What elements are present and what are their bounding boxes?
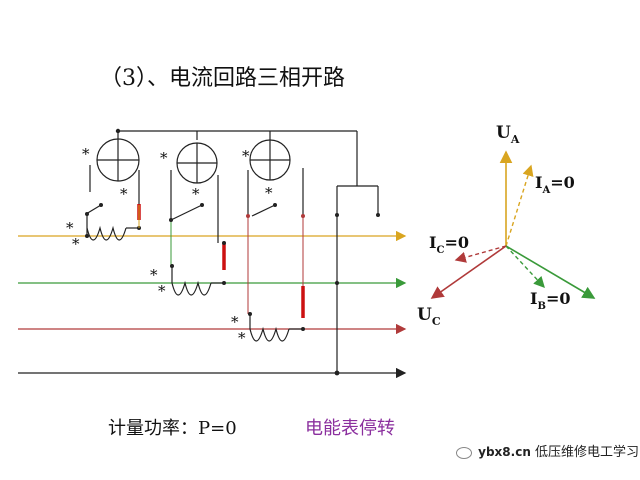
meter-element-c xyxy=(247,139,304,342)
label-uc: UC xyxy=(417,305,441,328)
svg-text:*: * xyxy=(231,313,239,331)
phasor-ub xyxy=(505,245,596,299)
label-ia: IA=0 xyxy=(535,173,575,196)
svg-text:*: * xyxy=(158,282,166,300)
phasor-uc xyxy=(430,245,507,299)
svg-text:*: * xyxy=(265,184,273,202)
svg-text:*: * xyxy=(160,149,168,167)
meter-element-a xyxy=(85,138,140,241)
watermark: ybx8.cn 低压维修电工学习 xyxy=(456,441,639,460)
phasor-ic xyxy=(454,245,507,263)
phasor-ia xyxy=(505,164,534,247)
svg-text:*: * xyxy=(150,266,158,284)
svg-text:*: * xyxy=(82,145,90,163)
svg-text:*: * xyxy=(242,147,250,165)
wechat-icon xyxy=(456,446,472,459)
svg-text:*: * xyxy=(72,235,80,253)
svg-text:*: * xyxy=(66,219,74,237)
phasor-diagram xyxy=(430,150,596,299)
meter-status-label: 电能表停转 xyxy=(305,418,395,439)
svg-text:*: * xyxy=(238,329,246,347)
label-ic: IC=0 xyxy=(429,233,469,256)
diagram-title: （3）、电流回路三相开路 xyxy=(100,66,345,91)
svg-text:*: * xyxy=(192,185,200,203)
watermark-account: 低压维修电工学习 xyxy=(535,445,640,460)
label-ib: IB=0 xyxy=(530,289,570,312)
meter-element-b xyxy=(170,142,224,296)
phasor-ib xyxy=(505,245,545,289)
polarity-marks: * * * * * * * * * * * * xyxy=(66,145,273,347)
svg-text:*: * xyxy=(120,185,128,203)
voltage-bus xyxy=(117,130,379,373)
watermark-site: ybx8.cn xyxy=(478,445,531,459)
measured-power-label: 计量功率：P=0 xyxy=(108,418,237,439)
label-ua: UA xyxy=(496,123,520,146)
